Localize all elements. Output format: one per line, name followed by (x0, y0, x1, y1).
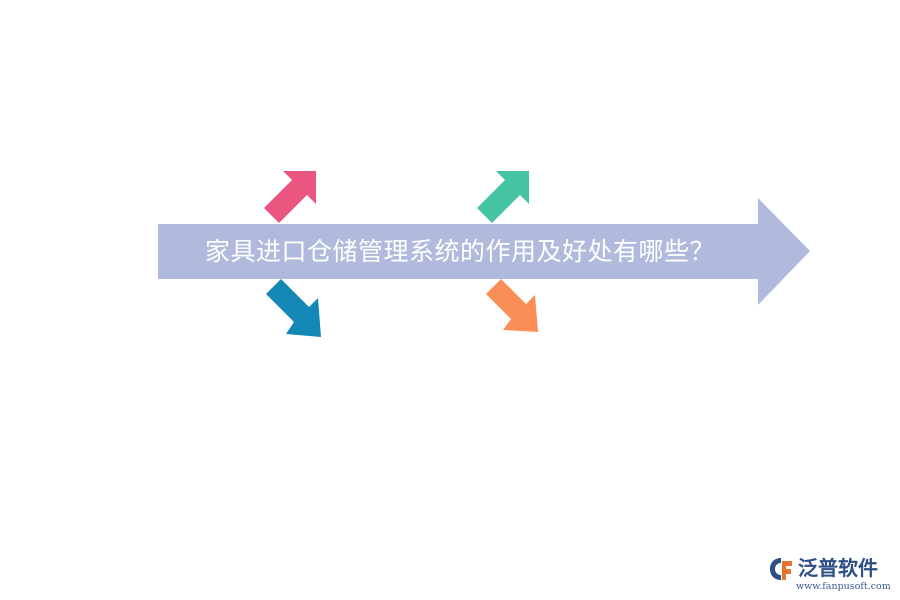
arrow-up-right-teal (477, 171, 529, 223)
arrow-up-right-pink (264, 171, 316, 223)
main-arrow (158, 198, 810, 305)
brand-name: 泛普软件 (798, 556, 878, 580)
diagram-title: 家具进口仓储管理系统的作用及好处有哪些？ (204, 237, 715, 266)
fanpu-logo-icon (770, 558, 792, 580)
brand-url: www.fanpusoft.com (796, 581, 891, 592)
arrow-down-right-blue (266, 279, 321, 337)
arrow-down-right-orange (486, 279, 538, 332)
brand-logo: 泛普软件 www.fanpusoft.com (768, 554, 892, 594)
